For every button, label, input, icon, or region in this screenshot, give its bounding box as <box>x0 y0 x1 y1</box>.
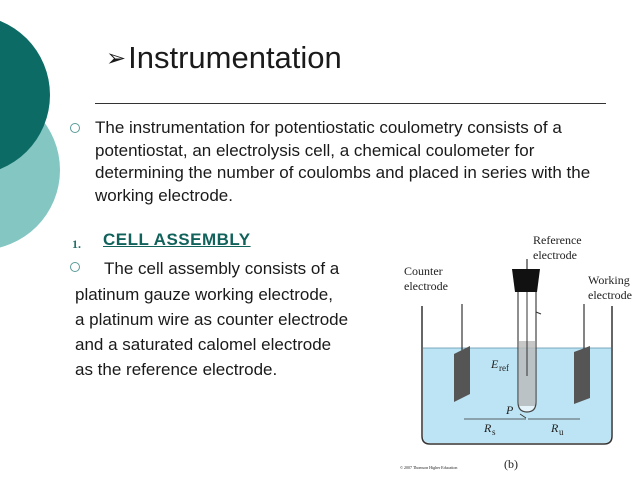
counter-electrode-plate <box>454 346 470 402</box>
arrow-bullet-icon: ➢ <box>106 45 127 72</box>
label-working-2: electrode <box>588 288 632 302</box>
reference-tick <box>535 311 542 315</box>
label-reference-2: electrode <box>533 248 577 262</box>
cell-text-line: a platinum wire as counter electrode <box>75 310 349 329</box>
cell-text-line: and a saturated calomel electrode <box>75 335 332 354</box>
label-eref: E <box>490 357 499 371</box>
label-counter-2: electrode <box>404 279 448 293</box>
label-reference: Reference <box>533 233 582 247</box>
circle-bullet-icon <box>70 123 80 133</box>
cell-text-line: platinum gauze working electrode, <box>75 285 333 304</box>
cell-text-body: platinum gauze working electrode, a plat… <box>75 282 348 382</box>
section-number: 1. <box>72 237 81 251</box>
beaker-outline <box>421 306 613 445</box>
figure-copyright: © 2007 Thomson Higher Education <box>400 465 457 470</box>
figure-caption: (b) <box>504 457 518 471</box>
circle-bullet-icon <box>70 262 80 272</box>
p-pointer <box>519 413 527 419</box>
label-ru: R <box>550 421 559 435</box>
title-divider <box>95 103 606 104</box>
dark-teal-circle <box>0 20 50 170</box>
label-working: Working <box>588 273 630 287</box>
cell-text-line: as the reference electrode. <box>75 360 278 379</box>
label-ru-sub: u <box>559 427 564 437</box>
label-rs-sub: s <box>492 427 496 437</box>
working-electrode-plate <box>574 346 590 404</box>
section-heading: CELL ASSEMBLY <box>103 230 251 249</box>
cell-text-first-line: The cell assembly consists of a <box>104 259 340 278</box>
decorative-circles <box>0 20 60 248</box>
label-eref-sub: ref <box>499 363 509 373</box>
slide-title: ➢Instrumentation <box>106 40 342 75</box>
label-p: P <box>505 403 514 417</box>
electrolysis-cell-figure: Reference electrode Counter electrode Wo… <box>400 233 632 471</box>
label-counter: Counter <box>404 264 443 278</box>
intro-paragraph: The instrumentation for potentiostatic c… <box>95 118 591 205</box>
label-rs: R <box>483 421 492 435</box>
reference-electrode-stopper <box>512 269 540 292</box>
